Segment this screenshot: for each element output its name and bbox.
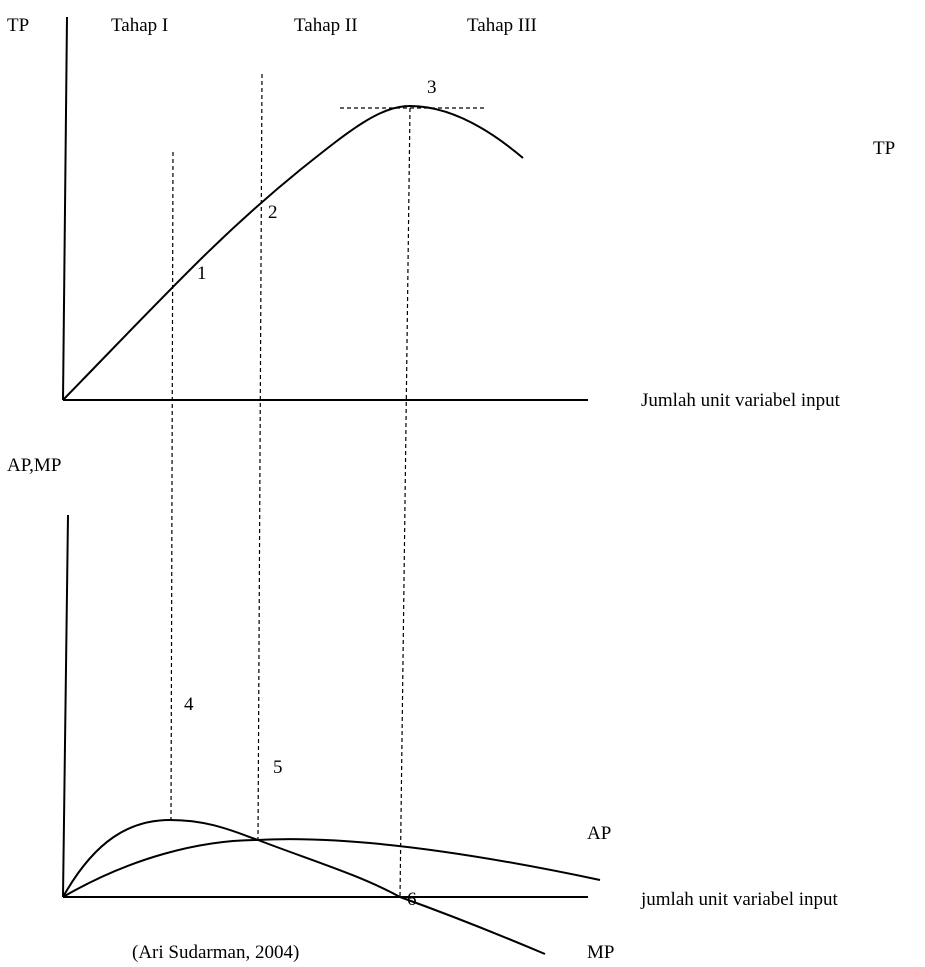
stage-label-1: Tahap I	[111, 15, 168, 36]
mp-curve	[62, 818, 546, 955]
point-3-label: 3	[427, 77, 437, 98]
ap-curve-label: AP	[587, 823, 611, 844]
point-6-label: 6	[407, 889, 417, 910]
tp-curve-label: TP	[873, 138, 895, 159]
tp-curve	[62, 104, 524, 401]
point-1-label: 1	[197, 263, 207, 284]
point-5-label: 5	[273, 757, 283, 778]
point-4-label: 4	[184, 694, 194, 715]
ap-mp-y-axis	[62, 514, 69, 898]
stage-label-2: Tahap II	[294, 15, 358, 36]
ap-curve	[62, 838, 601, 898]
stage-label-3: Tahap III	[467, 15, 537, 36]
source-citation: (Ari Sudarman, 2004)	[132, 942, 299, 963]
ap-mp-y-axis-label: AP,MP	[7, 455, 61, 476]
tp-y-axis	[62, 16, 68, 401]
stage-boundary-line-2	[257, 73, 263, 841]
point-2-label: 2	[268, 202, 278, 223]
tp-x-axis-label: Jumlah unit variabel input	[641, 390, 841, 411]
stage-boundary-line-1	[170, 151, 174, 821]
stage-boundary-line-3	[399, 107, 411, 898]
ap-mp-x-axis-label: jumlah unit variabel input	[640, 889, 839, 910]
mp-curve-label: MP	[587, 942, 614, 963]
tp-y-axis-label: TP	[7, 15, 29, 36]
